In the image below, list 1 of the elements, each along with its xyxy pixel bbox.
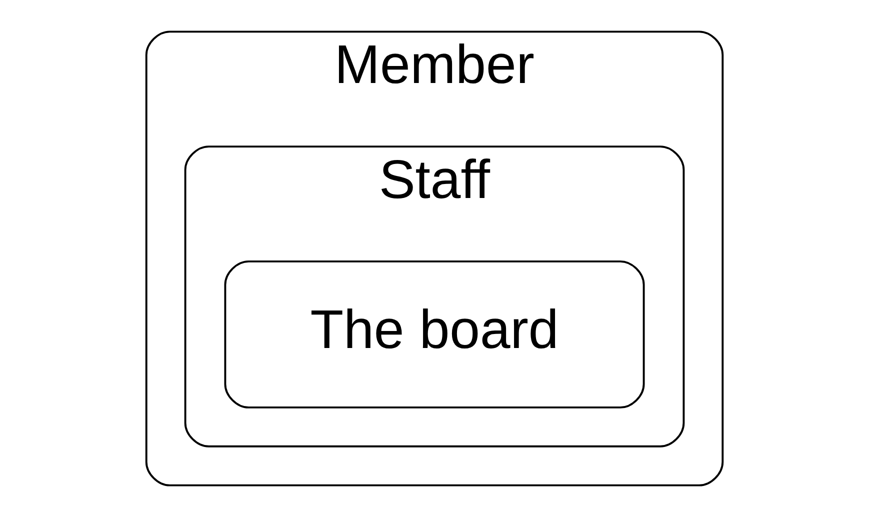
node-box: The board	[224, 260, 645, 408]
